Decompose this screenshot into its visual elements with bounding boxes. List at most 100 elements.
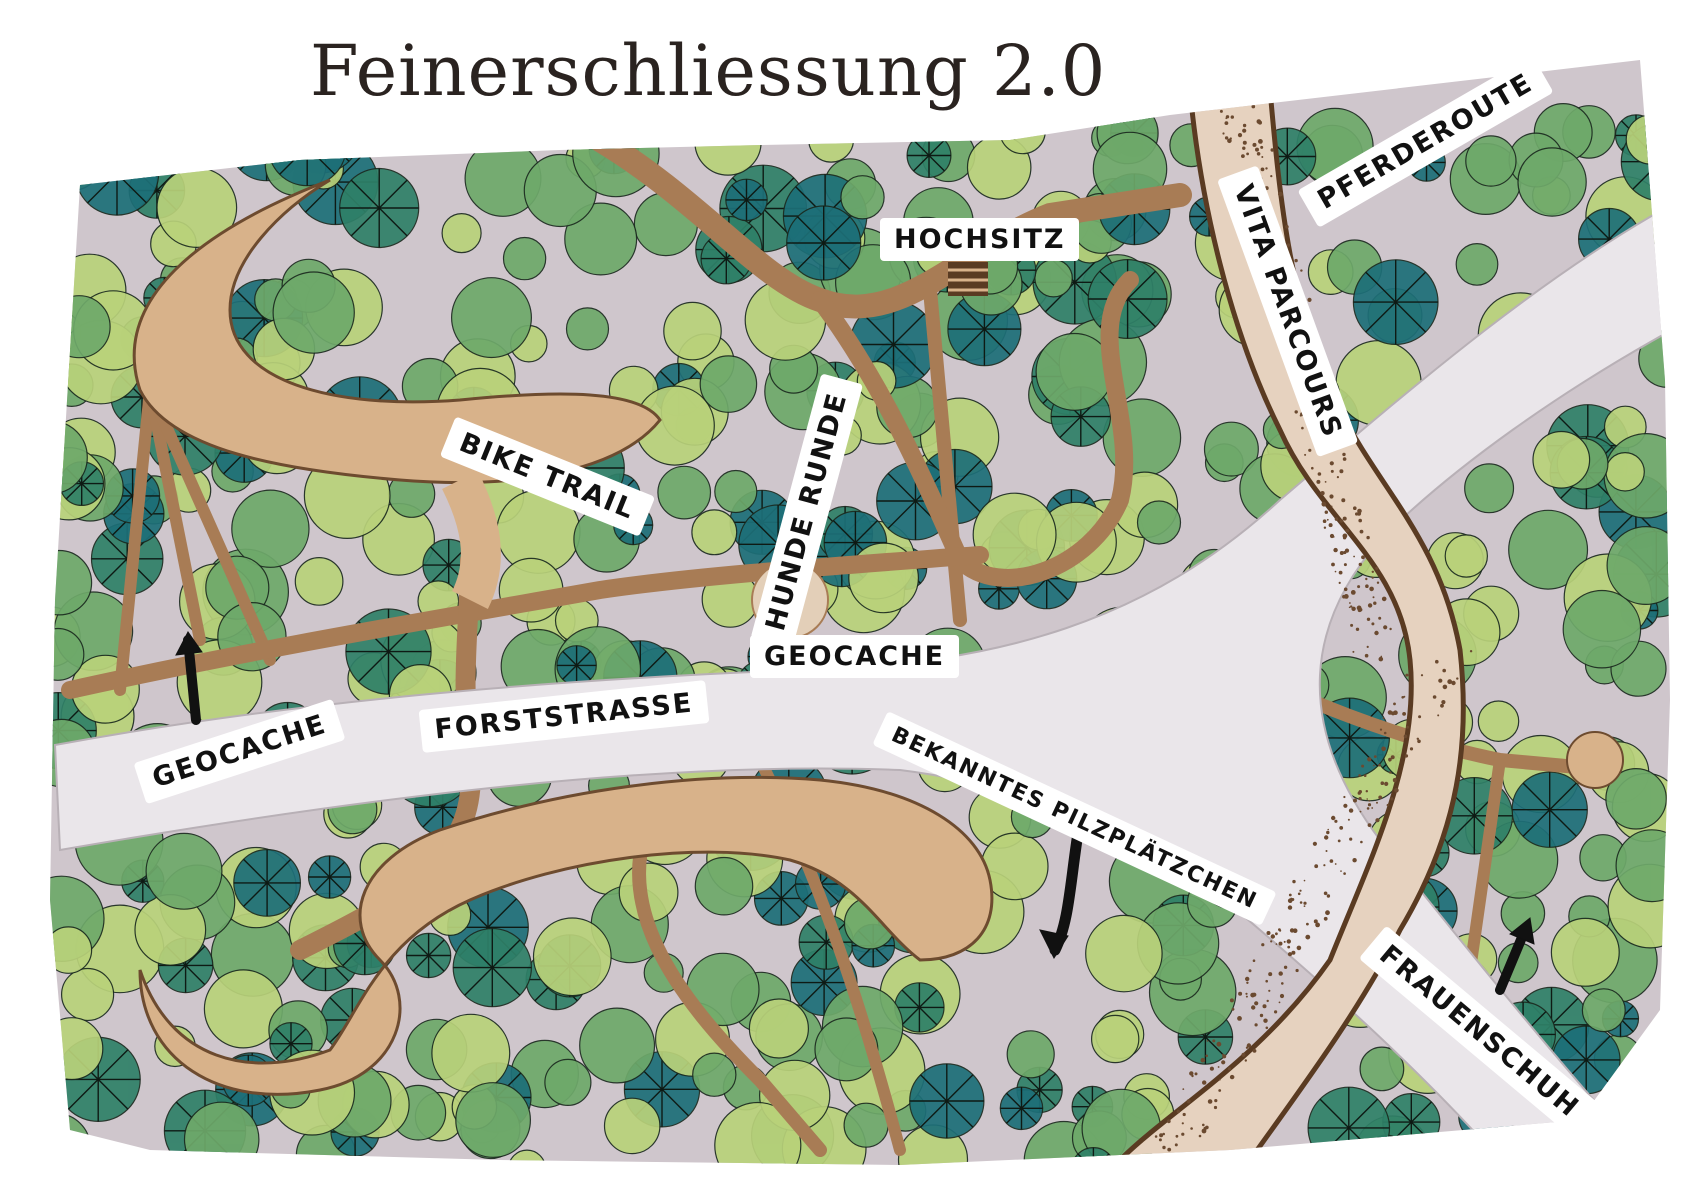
conifer-needle [119, 396, 143, 420]
conifer-needle [1659, 161, 1670, 190]
conifer-needle [97, 1078, 129, 1110]
gravel-dot [1278, 1001, 1281, 1004]
tree-crown [451, 277, 533, 359]
conifer-needle [1426, 161, 1441, 177]
gravel-dot [1270, 934, 1276, 939]
gravel-dot [1268, 989, 1271, 992]
gravel-dot [1390, 797, 1394, 801]
gravel-dot [1265, 167, 1268, 170]
gravel-dot [1258, 139, 1263, 144]
conifer-needle [562, 650, 578, 666]
gravel-dot [1348, 808, 1354, 813]
tree-crown [1625, 114, 1670, 165]
conifer-needle [1021, 1107, 1037, 1124]
gravel-dot [1268, 972, 1273, 977]
gravel-dot [1224, 136, 1229, 140]
tree-crown [808, 116, 855, 163]
frauenschuh-clearing [1566, 731, 1624, 789]
conifer-needle [954, 486, 982, 514]
label-hochsitz: HOCHSITZ [880, 218, 1080, 261]
gravel-dot [1361, 764, 1365, 768]
gravel-dot [1393, 702, 1396, 706]
gravel-dot [1339, 469, 1344, 474]
gravel-dot [1376, 581, 1380, 584]
conifer-needle [378, 179, 408, 209]
conifer-needle [266, 116, 294, 144]
gravel-dot [1366, 807, 1370, 810]
gravel-dot [1349, 837, 1353, 841]
gravel-dot [1342, 452, 1346, 457]
gravel-dot [1417, 739, 1421, 744]
conifer-needle [832, 520, 856, 544]
gravel-dot [1343, 795, 1346, 799]
gravel-dot [1327, 828, 1329, 831]
conifer-needle [1410, 1101, 1432, 1123]
conifer-needle [320, 104, 350, 134]
tree-crown [50, 1112, 91, 1165]
gravel-dot [1230, 115, 1235, 119]
tree-crown [1203, 421, 1259, 477]
gravel-dot [1279, 993, 1285, 999]
conifer-needle [800, 982, 825, 1007]
tree-crown [1465, 135, 1517, 187]
tree-crown [441, 213, 482, 254]
conifer-needle [576, 664, 591, 680]
gravel-dot [1373, 601, 1377, 605]
gravel-dot [1393, 710, 1398, 715]
conifer-needle [1446, 815, 1475, 844]
gravel-dot [1294, 258, 1298, 263]
gravel-dot [1316, 479, 1321, 484]
conifer-needle [749, 516, 779, 545]
gravel-dot [1229, 998, 1234, 1003]
gravel-dot [1383, 625, 1388, 630]
gravel-dot [1323, 526, 1327, 529]
gravel-dot [1343, 803, 1348, 808]
tree-crown [1006, 1030, 1055, 1079]
conifer-needle [422, 806, 444, 828]
conifer-needle [412, 955, 430, 972]
gravel-dot [1326, 894, 1331, 898]
gravel-dot [1358, 562, 1363, 567]
gravel-dot [1324, 481, 1327, 483]
tree-crown [272, 271, 355, 354]
bike-trail-upper [132, 178, 662, 609]
conifer-needle [68, 1078, 99, 1110]
gravel-dot [1222, 1054, 1227, 1059]
conifer-needle [639, 651, 667, 678]
conifer-needle [780, 897, 801, 918]
tree-crown [544, 1058, 592, 1107]
tree-crown [714, 1101, 802, 1165]
gravel-dot [1342, 594, 1346, 599]
conifer-needle [428, 955, 445, 972]
tree-crown [1532, 430, 1591, 489]
gravel-dot [1390, 755, 1395, 760]
gravel-dot [1281, 982, 1284, 985]
gravel-dot [1402, 712, 1406, 716]
gravel-dot [1343, 872, 1346, 875]
conifer-needle [239, 116, 268, 144]
gravel-dot [1252, 143, 1256, 147]
label-geocache-center: GEOCACHE [750, 635, 960, 678]
conifer-needle [725, 258, 745, 277]
conifer-needle [1549, 809, 1577, 837]
gravel-dot [1295, 968, 1299, 973]
gravel-dot [1227, 1067, 1231, 1071]
gravel-dot [1389, 627, 1392, 631]
gravel-dot [1287, 945, 1291, 949]
tree-crown [109, 110, 154, 155]
conifer-needle [708, 240, 727, 260]
frauenschuh-arrow [1495, 925, 1530, 995]
gravel-dot [1265, 979, 1268, 983]
gravel-dot [1304, 453, 1307, 456]
gravel-dot [1288, 893, 1292, 897]
conifer-needle [292, 132, 322, 162]
conifer-needle [1194, 216, 1210, 231]
gravel-dot [1381, 746, 1386, 752]
conifer-needle [491, 967, 521, 996]
tree-crown [50, 1017, 104, 1081]
conifer-needle [1092, 1153, 1110, 1165]
gravel-dot [1358, 797, 1362, 801]
conifer-needle [1385, 1140, 1400, 1155]
conifer-needle [1585, 1035, 1611, 1061]
gravel-dot [1451, 680, 1456, 686]
